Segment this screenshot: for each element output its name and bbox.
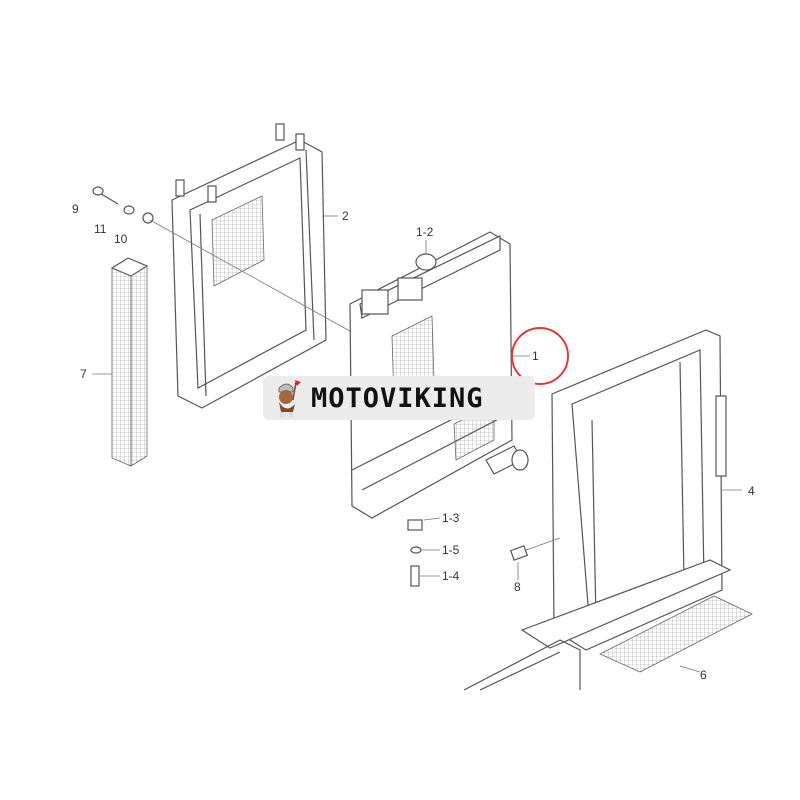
callout-2: 2 xyxy=(342,209,349,223)
callout-9: 9 xyxy=(72,202,79,216)
viking-mascot-icon xyxy=(278,380,301,417)
callout-6: 6 xyxy=(700,668,707,682)
brand-logo: MOTOVIKING xyxy=(263,376,535,420)
callout-1-5: 1-5 xyxy=(442,543,460,557)
part-6-pad xyxy=(599,595,753,673)
part-1-radiator xyxy=(349,231,529,519)
highlight-circle xyxy=(511,327,569,385)
drain-parts xyxy=(407,517,441,587)
callout-10: 10 xyxy=(114,232,128,246)
callout-4: 4 xyxy=(748,484,755,498)
callout-11: 11 xyxy=(94,222,107,236)
callout-1: 1 xyxy=(532,349,539,363)
part-2-frame xyxy=(171,123,327,409)
callout-1-2: 1-2 xyxy=(416,225,434,239)
leader-lines xyxy=(92,215,742,491)
brand-logo-text: MOTOVIKING xyxy=(311,382,484,414)
callout-8: 8 xyxy=(514,580,521,594)
callout-1-3: 1-3 xyxy=(442,511,460,525)
part-4-shroud xyxy=(520,329,732,651)
part-8-sensor xyxy=(509,537,561,580)
part-7-duct xyxy=(110,257,149,467)
callout-7: 7 xyxy=(80,367,87,381)
base-partial xyxy=(463,639,581,691)
callout-1-4: 1-4 xyxy=(442,569,460,583)
